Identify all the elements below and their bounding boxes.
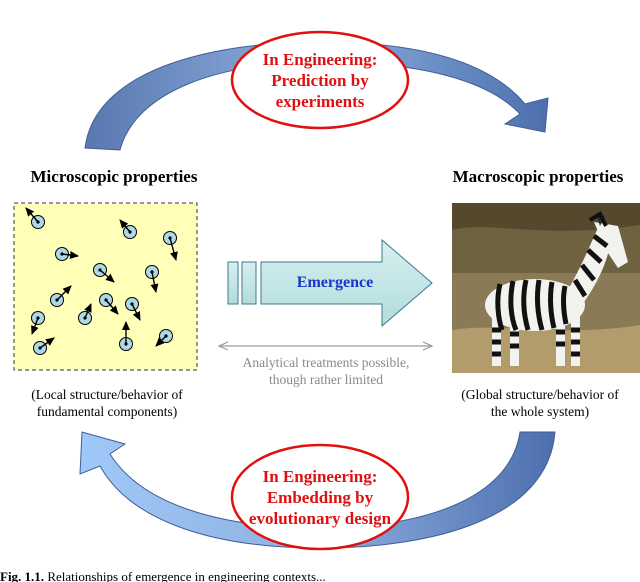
particle-velocity-arrow <box>150 271 159 293</box>
particle-velocity-arrow <box>56 285 72 301</box>
particle-center <box>164 334 168 338</box>
particle-center <box>98 268 102 272</box>
bottom-ellipse-line-2: Embedding by <box>266 488 374 507</box>
particle-center <box>83 316 87 320</box>
emergence-label: Emergence <box>296 274 374 291</box>
particle-velocity-arrow <box>105 299 119 315</box>
particle-velocity-arrow <box>169 237 178 261</box>
bottom-ellipse-text: In Engineering: Embedding by evolutionar… <box>228 466 412 529</box>
bottom-ellipse <box>230 443 410 551</box>
macroscopic-caption-line-2: the whole system) <box>490 404 590 419</box>
microscopic-caption-line-2: fundamental components) <box>36 404 178 419</box>
macroscopic-caption-line-1: (Global structure/behavior of <box>461 387 619 402</box>
particle-center <box>55 298 59 302</box>
microscopic-caption: (Local structure/behavior of fundamental… <box>0 386 214 420</box>
particle-velocity-arrow <box>84 303 92 319</box>
bottom-ellipse-line-3: evolutionary design <box>248 509 392 528</box>
particle-center <box>128 230 132 234</box>
particle-velocity-arrow <box>119 219 131 233</box>
figure-caption-label: Fig. 1.1. <box>0 569 45 582</box>
bottom-curved-arrow <box>79 431 556 549</box>
bottom-ellipse-line-1: In Engineering: <box>262 467 378 486</box>
particle-center <box>150 270 154 274</box>
particle-center <box>36 316 40 320</box>
particles <box>25 207 178 355</box>
top-ellipse-line-3: experiments <box>275 92 365 111</box>
analysis-note-line-2: though rather limited <box>269 372 383 387</box>
particle-velocity-arrow <box>61 251 79 259</box>
particle-center <box>104 298 108 302</box>
top-ellipse-line-1: In Engineering: <box>262 50 378 69</box>
particle-velocity-arrow <box>155 335 167 347</box>
figure-caption: Fig. 1.1. Relationships of emergence in … <box>0 569 640 582</box>
particle-velocity-arrow <box>99 269 115 283</box>
particle-velocity-arrow <box>131 303 141 321</box>
top-ellipse <box>230 30 410 130</box>
emergence-bar-1 <box>227 261 239 305</box>
zebra-image <box>452 203 640 373</box>
macroscopic-caption: (Global structure/behavior of the whole … <box>440 386 640 420</box>
emergence-arrow <box>260 238 433 328</box>
particle-center <box>36 220 40 224</box>
particle-center <box>60 252 64 256</box>
microscopic-caption-line-1: (Local structure/behavior of <box>31 387 183 402</box>
particle-velocity-arrow <box>39 337 55 349</box>
figure-caption-text: Relationships of emergence in engineerin… <box>47 569 326 582</box>
particle-center <box>168 236 172 240</box>
particle-center <box>38 346 42 350</box>
top-ellipse-line-2: Prediction by <box>271 71 369 90</box>
macroscopic-heading: Macroscopic properties <box>452 167 624 186</box>
particle-velocity-arrow <box>25 207 39 223</box>
microscopic-heading: Microscopic properties <box>30 167 198 186</box>
analysis-note: Analytical treatments possible, though r… <box>216 354 436 388</box>
emergence-bar-2 <box>241 261 257 305</box>
analysis-note-line-1: Analytical treatments possible, <box>242 355 410 370</box>
particle-center <box>124 342 128 346</box>
particle-center <box>130 302 134 306</box>
top-ellipse-text: In Engineering: Prediction by experiment… <box>232 49 408 112</box>
particle-velocity-arrow <box>31 317 39 335</box>
